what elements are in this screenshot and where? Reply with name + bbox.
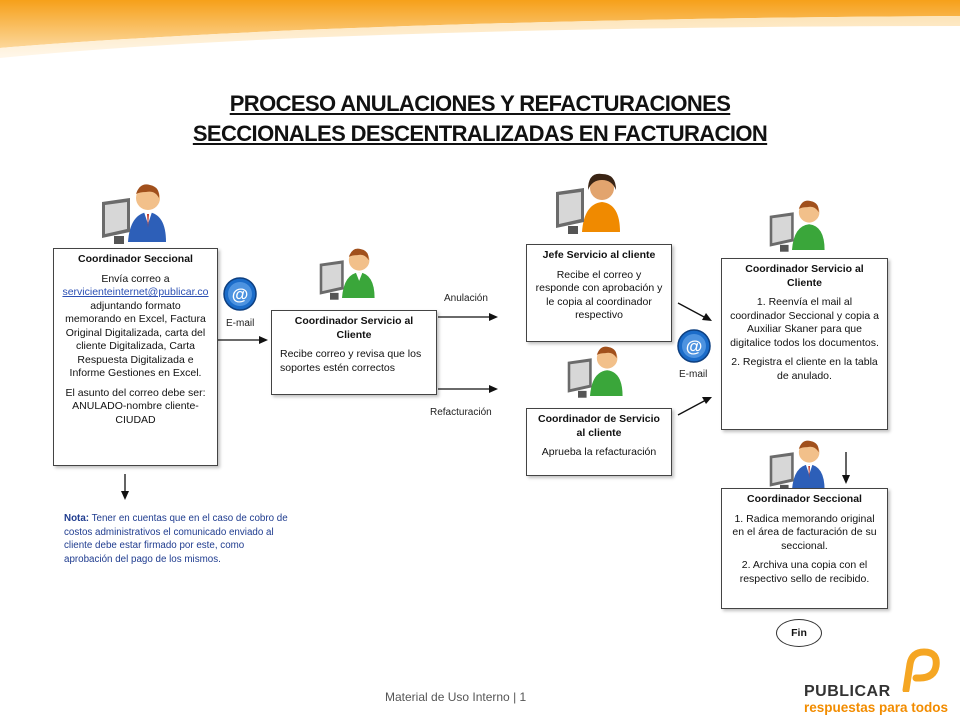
brand-slogan: respuestas para todos xyxy=(804,700,949,715)
svg-text:@: @ xyxy=(686,337,703,356)
note-label: Nota: xyxy=(64,513,90,524)
email-label: E-mail xyxy=(679,369,708,380)
jefe-servicio-box: Jefe Servicio al cliente Recibe el corre… xyxy=(526,244,672,342)
user-computer-icon xyxy=(567,346,623,398)
user-computer-icon xyxy=(556,173,620,234)
user-computer-icon xyxy=(769,440,825,492)
refacturacion-label: Refacturación xyxy=(430,407,492,418)
box-text: 1. Radica memorando original en el área … xyxy=(732,512,877,552)
box-title: Coordinador Seccional xyxy=(78,253,193,265)
box-text: Recibe el correo y responde con aprobaci… xyxy=(535,268,663,322)
box-title: Jefe Servicio al cliente xyxy=(542,249,656,261)
note-text: Tener en cuentas que en el caso de cobro… xyxy=(64,513,288,565)
user-computer-icon xyxy=(102,184,166,244)
box-text: 2. Archiva una copia con el respectivo s… xyxy=(739,559,870,585)
page-title-line2: SECCIONALES DESCENTRALIZADAS EN FACTURAC… xyxy=(192,121,768,146)
box-text: El asunto del correo debe ser: ANULADO-n… xyxy=(65,386,206,426)
page-title-line1: PROCESO ANULACIONES Y REFACTURACIONES xyxy=(229,91,731,116)
email-label: E-mail xyxy=(226,318,255,329)
coordinador-seccional-box: Coordinador Seccional Envía correo a ser… xyxy=(53,248,218,466)
user-computer-icon xyxy=(319,248,375,300)
fin-terminator: Fin xyxy=(776,619,822,647)
box-title: Coordinador de Servicio al cliente xyxy=(538,413,660,439)
coordinador-seccional-final-box: Coordinador Seccional 1. Radica memorand… xyxy=(721,488,888,609)
box-text: 1. Reenvía el mail al coordinador Seccio… xyxy=(730,296,879,349)
publicar-logo xyxy=(902,648,940,692)
box-text: Aprueba la refacturación xyxy=(541,446,657,458)
brand-name: PUBLICAR xyxy=(804,683,891,700)
footer-text: Material de Uso Interno | 1 xyxy=(385,690,527,704)
coordinador-refacturacion-box: Coordinador de Servicio al cliente Aprue… xyxy=(526,408,672,476)
user-computer-icon xyxy=(769,200,825,252)
email-at-icon: @ xyxy=(677,329,711,363)
box-text: adjuntando formato memorando en Excel, F… xyxy=(65,299,206,380)
email-at-icon: @ xyxy=(223,277,257,311)
svg-text:@: @ xyxy=(232,285,249,304)
box-text: 2. Registra el cliente en la tabla de an… xyxy=(731,356,878,382)
box-text: Recibe correo y revisa que los soportes … xyxy=(280,348,422,374)
box-title: Coordinador Seccional xyxy=(747,493,862,505)
box-text: Envía correo a xyxy=(101,272,170,285)
email-link[interactable]: servicienteinternet@publicar.co xyxy=(62,286,209,298)
box-title: Coordinador Servicio al Cliente xyxy=(294,315,414,341)
box-title: Coordinador Servicio al Cliente xyxy=(745,263,864,289)
note: Nota: Tener en cuentas que en el caso de… xyxy=(64,512,294,566)
anulacion-label: Anulación xyxy=(444,293,488,304)
coordinador-servicio-box: Coordinador Servicio al Cliente Recibe c… xyxy=(271,310,437,395)
coordinador-servicio-reenvio-box: Coordinador Servicio al Cliente 1. Reenv… xyxy=(721,258,888,430)
